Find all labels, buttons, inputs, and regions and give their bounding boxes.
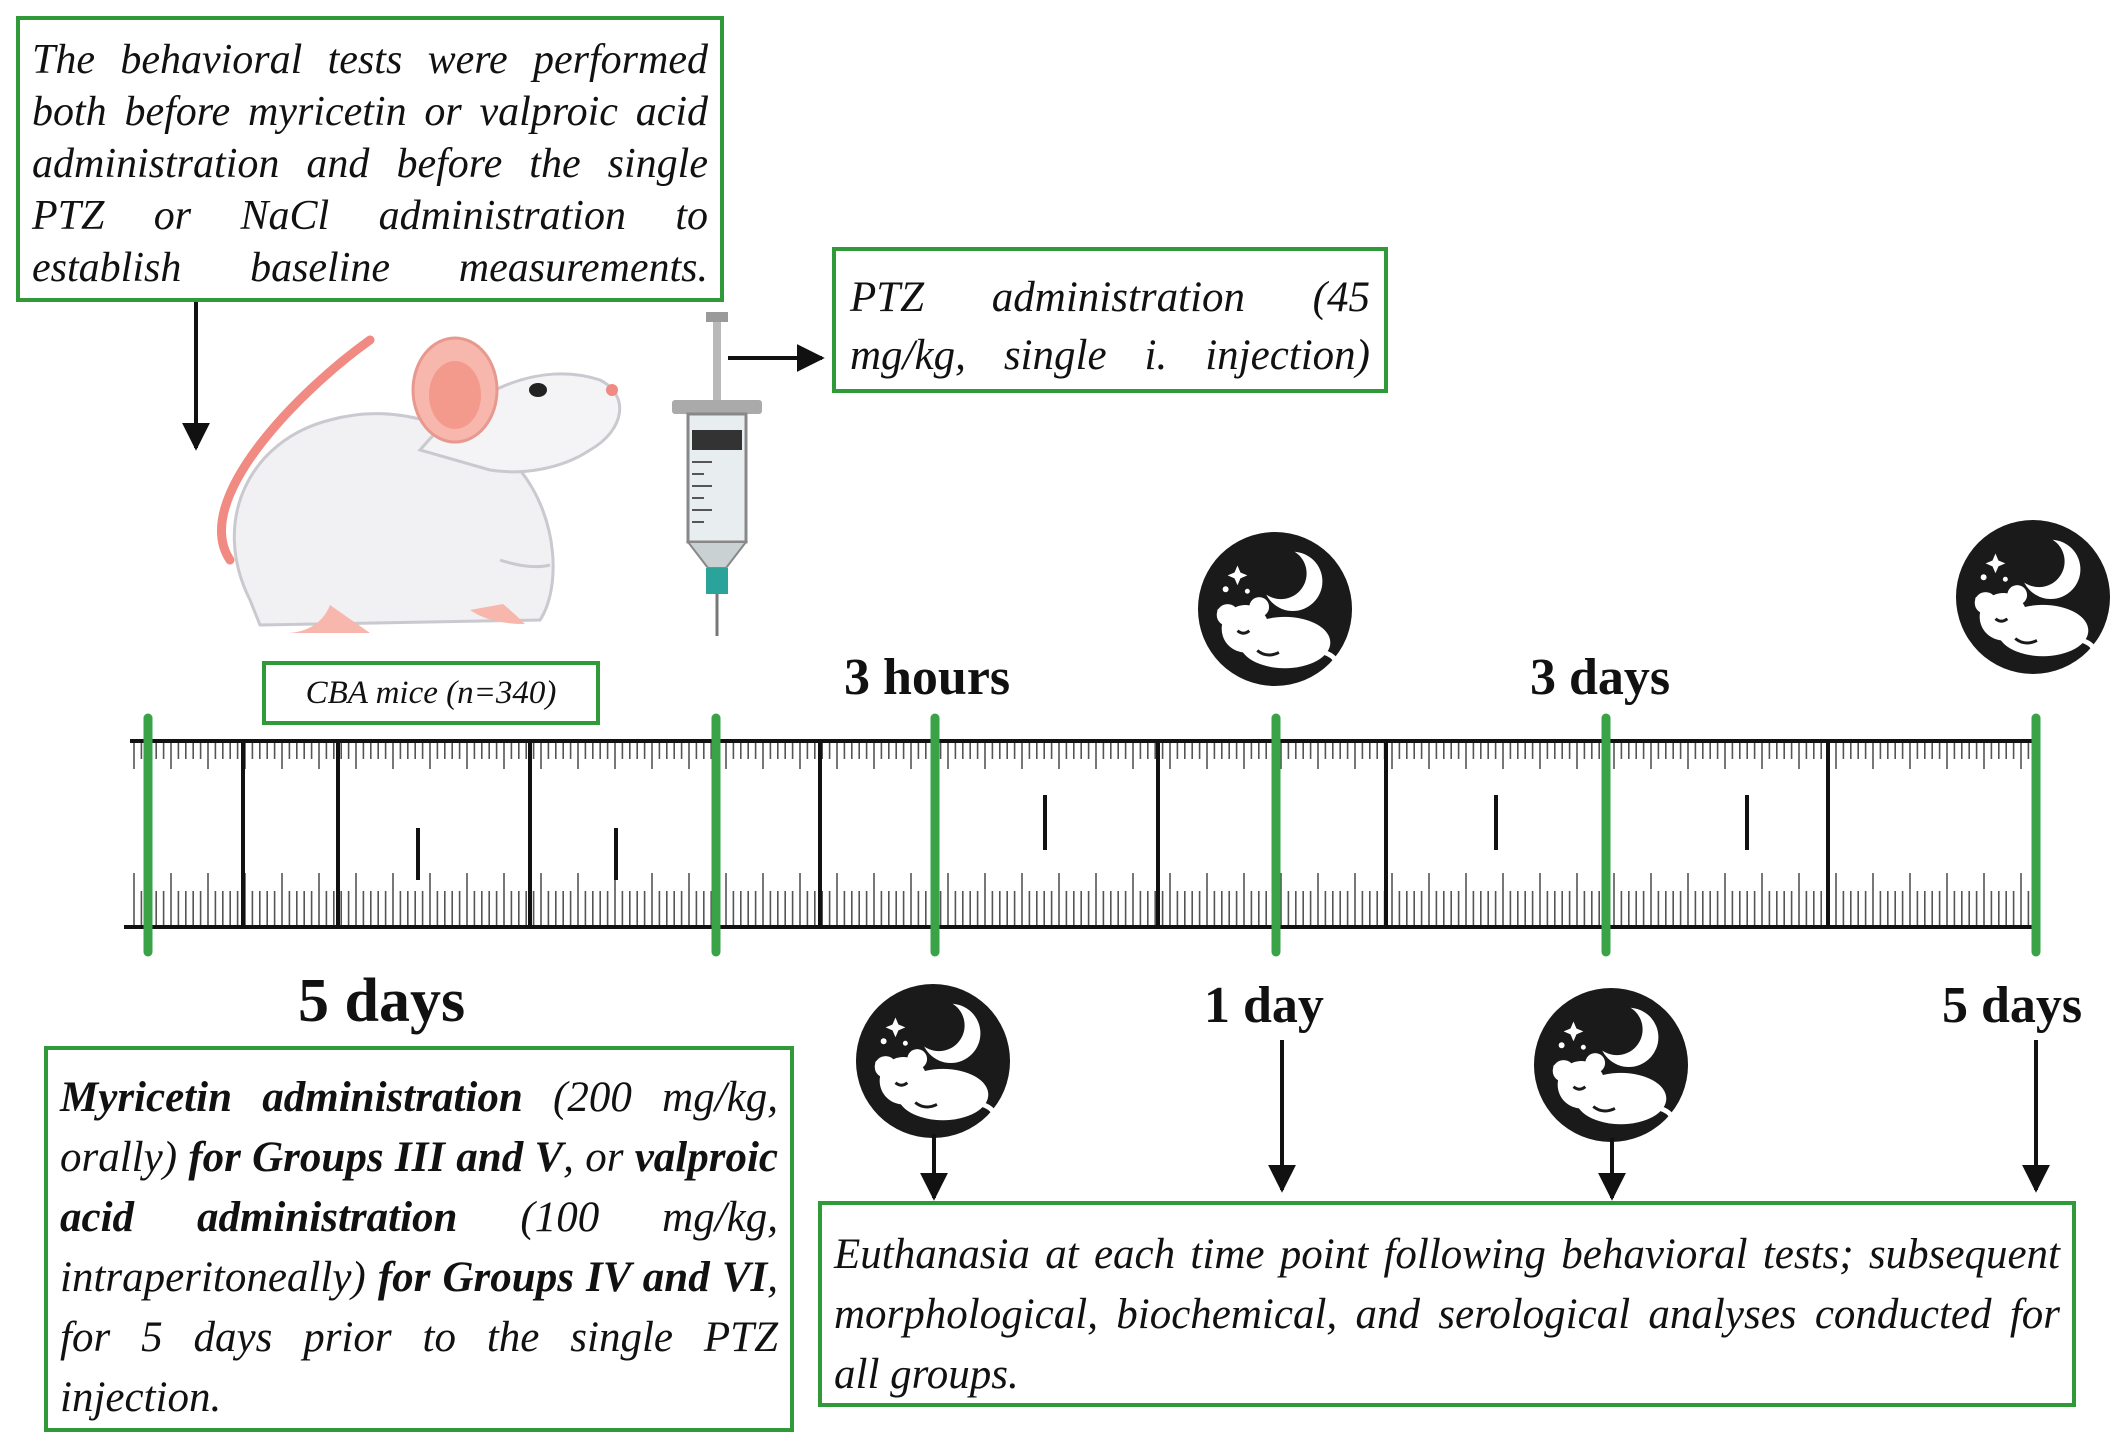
euthanasia-box: Euthanasia at each time point following … bbox=[818, 1201, 2076, 1407]
myricetin-bold-2: for Groups III and V bbox=[188, 1134, 564, 1181]
sleeping-mouse-icon bbox=[1956, 520, 2110, 674]
timeline-ruler bbox=[124, 713, 2041, 957]
label-3-hours: 3 hours bbox=[844, 649, 1011, 706]
ptz-administration-box: PTZ administration (45 mg/kg, single i. … bbox=[832, 247, 1388, 393]
myricetin-bold-1: Myricetin administration bbox=[60, 1074, 523, 1121]
myricetin-bold-4: for Groups IV and VI bbox=[377, 1254, 768, 1301]
myricetin-bold-3: valproic acid administration bbox=[60, 1134, 778, 1241]
label-pretreatment-5-days: 5 days bbox=[298, 967, 466, 1035]
baseline-note-text: The behavioral tests were performed both… bbox=[32, 37, 708, 291]
myricetin-text-3: (100 mg/kg, intraperitoneally) bbox=[60, 1194, 778, 1301]
label-3-days: 3 days bbox=[1530, 649, 1671, 706]
myricetin-text-1: (200 mg/kg, orally) bbox=[60, 1074, 778, 1181]
arrows bbox=[182, 302, 2050, 1201]
myricetin-administration-box: Myricetin administration (200 mg/kg, ora… bbox=[44, 1046, 794, 1432]
cba-mice-box: CBA mice (n=340) bbox=[262, 661, 600, 725]
sleeping-mouse-icon bbox=[1534, 988, 1688, 1142]
label-1-day: 1 day bbox=[1204, 977, 1324, 1034]
euthanasia-text: Euthanasia at each time point following … bbox=[834, 1231, 2060, 1398]
sleeping-mouse-icon bbox=[1198, 532, 1352, 686]
baseline-note-box: The behavioral tests were performed both… bbox=[16, 16, 724, 302]
sleeping-mouse-icon bbox=[856, 984, 1010, 1138]
cba-mice-text: CBA mice (n=340) bbox=[305, 675, 557, 711]
mouse-illustration bbox=[217, 335, 622, 633]
myricetin-text-2: , or bbox=[563, 1134, 635, 1181]
label-5-days-endpoint: 5 days bbox=[1942, 977, 2083, 1034]
syringe-icon bbox=[672, 312, 762, 636]
myricetin-text-4: , for 5 days prior to the single PTZ inj… bbox=[60, 1254, 778, 1421]
ptz-administration-text: PTZ administration (45 mg/kg, single i. … bbox=[850, 274, 1370, 379]
